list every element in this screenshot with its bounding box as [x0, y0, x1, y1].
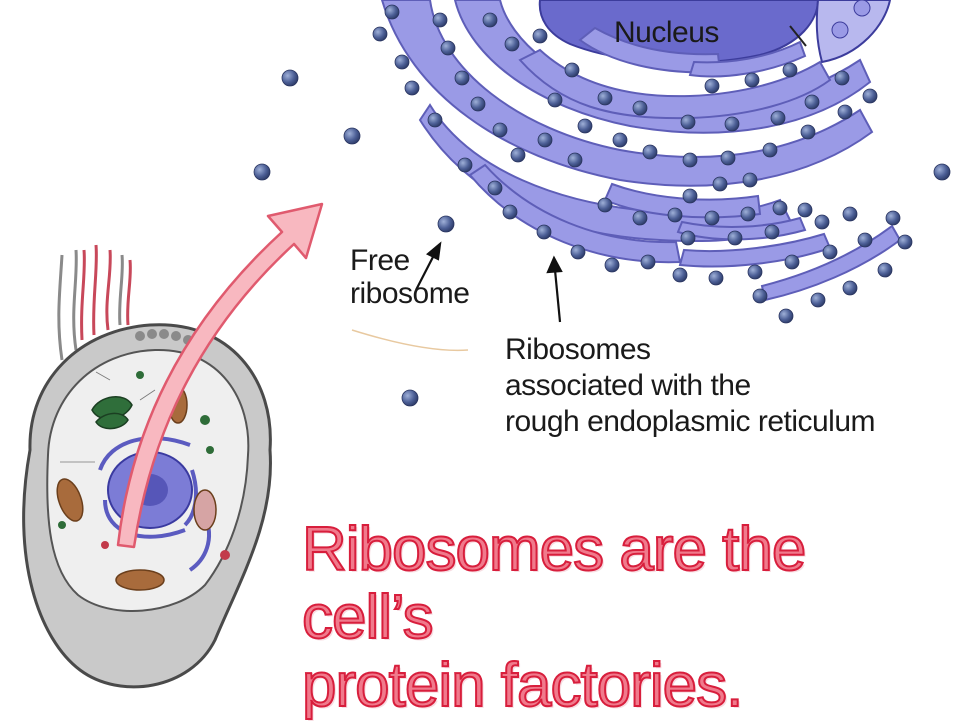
free-ribosome: [933, 163, 951, 181]
headline-line1: Ribosomes are the cell’s: [301, 514, 807, 653]
headline: Ribosomes are the cell’s protein factori…: [301, 514, 952, 721]
rough-er-label-line3: rough endoplasmic reticulum: [505, 405, 876, 438]
ribosomes: [253, 4, 951, 407]
vesicles: [58, 371, 230, 560]
free-ribosome: [401, 389, 419, 407]
microvilli: [135, 329, 193, 345]
golgi-apparatus: [91, 396, 133, 430]
nuclear-pore-region: [815, 0, 892, 64]
pointer-arrows: [415, 241, 563, 323]
rough-er-label-line2: associated with the: [505, 369, 751, 402]
zoom-arrow: [116, 202, 324, 549]
free-ribosome-label: Free ribosome: [350, 244, 470, 310]
free-ribosome-label-line1: Free: [350, 244, 410, 277]
free-ribosome: [253, 163, 271, 181]
free-ribosome-label-line2: ribosome: [350, 277, 470, 310]
headline-line2: protein factories.: [301, 651, 744, 721]
free-ribosome: [281, 69, 299, 87]
free-ribosome: [437, 215, 455, 233]
nucleus-label: Nucleus: [614, 16, 719, 49]
rough-er-label-line1: Ribosomes: [505, 333, 651, 366]
rough-er-ribosomes-label: Ribosomes associated with the rough endo…: [505, 332, 876, 440]
cilia: [57, 244, 132, 361]
scribble-underline: [351, 329, 469, 352]
free-ribosome: [343, 127, 361, 145]
cell-tiny-labels: [60, 371, 156, 463]
